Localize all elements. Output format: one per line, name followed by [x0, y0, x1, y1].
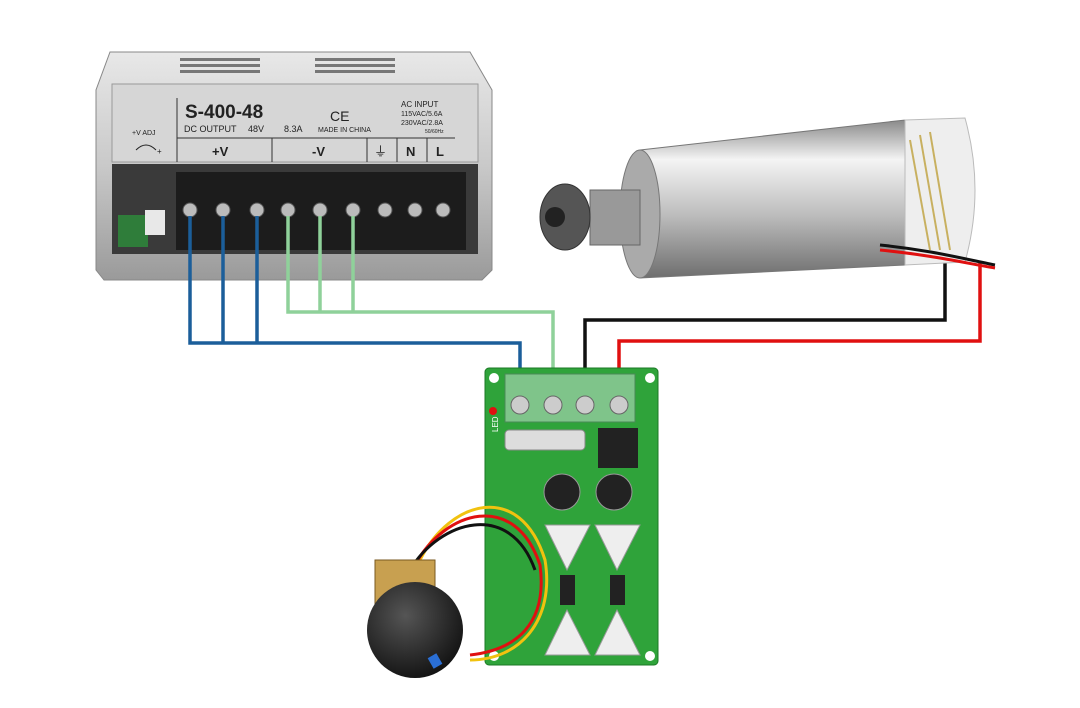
ac-input-115: 115VAC/5.6A	[401, 111, 443, 118]
terminal-label-l: L	[436, 144, 444, 159]
adj-label: +V ADJ	[132, 130, 156, 137]
led-label: LED	[491, 416, 500, 432]
wire-negative	[286, 216, 555, 398]
fuse	[504, 429, 586, 451]
spindle-motor	[539, 117, 996, 279]
wire-motor-red	[617, 262, 982, 398]
motor-controller-board: LED	[484, 367, 659, 666]
adj-plus: +	[157, 147, 162, 156]
frequency-label: 50/60Hz	[425, 129, 444, 135]
terminal-label-negative: -V	[312, 144, 325, 159]
terminal-label-n: N	[406, 144, 415, 159]
power-supply: S-400-48 DC OUTPUT 48V 8.3A CE MADE IN C…	[95, 51, 493, 281]
ac-input-230: 230VAC/2.8A	[401, 120, 443, 127]
voltage-label: 48V	[248, 124, 264, 134]
made-in-label: MADE IN CHINA	[318, 127, 371, 134]
dc-output-label: DC OUTPUT	[184, 124, 237, 134]
ce-mark: CE	[330, 108, 349, 124]
potentiometer	[367, 505, 549, 678]
ground-icon: ⏚	[374, 144, 387, 159]
led-indicator	[489, 407, 497, 415]
speed-knob[interactable]	[367, 582, 463, 678]
terminal-screws	[182, 202, 451, 218]
current-label: 8.3A	[284, 124, 303, 134]
adj-arrow-icon	[135, 144, 157, 151]
terminal-label-positive: +V	[212, 144, 229, 159]
model-label: S-400-48	[185, 102, 263, 123]
wire-motor-black	[583, 255, 947, 398]
ac-input-title: AC INPUT	[401, 100, 438, 109]
